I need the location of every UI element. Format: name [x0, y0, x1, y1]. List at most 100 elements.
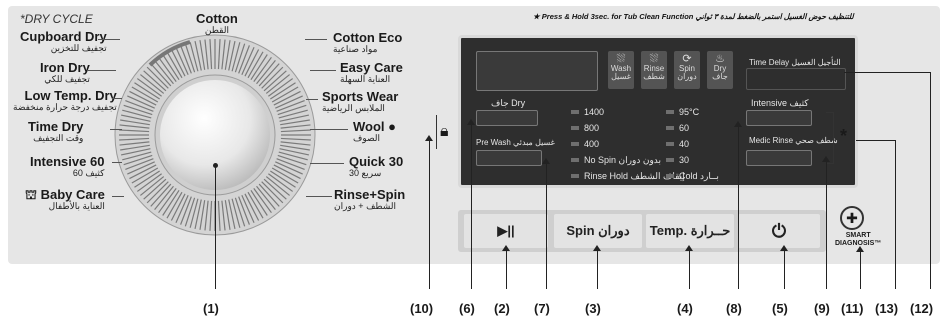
start-pause-button[interactable]: ▶|| — [464, 214, 548, 248]
dial-grip-tick — [224, 40, 231, 70]
program-label-arabic: العناية السهلة — [340, 74, 391, 84]
label-tick — [112, 162, 122, 163]
dial-grip-tick — [180, 45, 192, 74]
dial-grip-tick — [136, 173, 162, 192]
label-tick — [88, 70, 116, 71]
program-label-arabic: تجفيف للتخزين — [50, 43, 107, 53]
dial-grip-tick — [224, 200, 231, 230]
leader-line — [471, 123, 472, 289]
callout-number: (7) — [534, 301, 550, 316]
medic-rinse-option[interactable] — [746, 150, 812, 166]
pre-wash-option[interactable] — [476, 150, 542, 166]
leader-line — [856, 140, 896, 141]
dial-grip-tick — [194, 199, 202, 230]
program-rinse-spin[interactable]: Rinse+Spin الشطف + دوران — [334, 188, 405, 211]
program-time-dry[interactable]: Time Dry وقت التجفيف — [28, 120, 83, 143]
dial-grip-tick — [158, 188, 177, 214]
label-tick — [112, 98, 122, 99]
dial-grip-tick — [241, 195, 255, 223]
medic-rinse-label: Medic Rinse شطف صحي — [749, 136, 838, 145]
dial-grip-tick — [268, 173, 294, 192]
dial-grip-tick — [221, 200, 226, 231]
callout-number: (10) — [410, 301, 434, 316]
program-label-arabic: تجفيف للكي — [44, 74, 90, 84]
time-delay-button[interactable] — [746, 68, 846, 90]
child-lock-icon: 🔒︎ — [440, 123, 449, 140]
dial-grip-tick — [250, 54, 268, 80]
leader-line — [860, 250, 861, 289]
intensive-option[interactable] — [746, 110, 812, 126]
pre-wash-label: Pre Wash غسيل مبدئي — [476, 138, 555, 147]
dial-grip-tick — [278, 151, 308, 161]
dial-grip-tick — [244, 193, 260, 221]
program-label: Baby Care — [40, 187, 105, 202]
program-easy-care[interactable]: Easy Care العناية السهلة — [340, 61, 403, 84]
leader-arrow — [593, 245, 601, 251]
spin-button[interactable]: Spin دوران — [554, 214, 642, 248]
leader-arrow — [467, 119, 475, 125]
program-label-arabic: تجفيف درجة حرارة منخفضة — [13, 102, 117, 112]
rinse-tub-icon: ⛆ — [649, 53, 659, 65]
leader-line — [429, 138, 430, 289]
dial-grip-tick — [263, 70, 287, 92]
dial-grip-tick — [280, 141, 311, 146]
program-cotton[interactable]: Cotton القطن — [196, 12, 238, 35]
leader-line — [784, 249, 785, 289]
wash-tub-icon: ⛆ — [616, 53, 626, 65]
leader-arrow — [502, 245, 510, 251]
leader-line — [930, 72, 931, 289]
callout-number: (12) — [910, 301, 934, 316]
power-button[interactable]: ⏻ — [738, 214, 820, 248]
leader-line — [506, 249, 507, 289]
dial-grip-tick — [271, 86, 299, 103]
smart-line: SMART — [845, 232, 871, 239]
dial-grip-tick — [189, 198, 199, 228]
program-wool[interactable]: Wool ● الصوف — [353, 120, 396, 143]
dial-grip-tick — [204, 39, 209, 70]
callout-number: (11) — [841, 301, 864, 316]
dial-grip-tick — [277, 104, 307, 116]
program-intensive-60[interactable]: Intensive 60 كثيف 60 — [30, 155, 104, 178]
time-delay-label: Time Delay التأجيل الغسيل — [749, 58, 841, 67]
status-dry: ♨ Dry جاف — [707, 51, 733, 89]
program-low-temp-dry[interactable]: Low Temp. Dry تجفيف درجة حرارة منخفضة — [13, 89, 117, 112]
led — [571, 158, 579, 162]
play-pause-icon: ▶|| — [497, 223, 515, 238]
led — [666, 158, 674, 162]
led — [666, 142, 674, 146]
label-tick — [98, 39, 120, 40]
led — [571, 110, 579, 114]
dial-grip-tick — [175, 195, 189, 223]
dial-grip-tick — [228, 199, 236, 230]
spin-option: Rinse Hold إيقاف الشطف — [584, 171, 685, 181]
program-label-arabic: الصوف — [353, 133, 381, 143]
dial-grip-tick — [125, 158, 154, 170]
program-iron-dry[interactable]: Iron Dry تجفيف للكي — [40, 61, 90, 84]
dial-grip-tick — [146, 181, 169, 204]
dial-grip-tick — [279, 114, 310, 122]
temp-option: Cold بــارد — [679, 171, 719, 181]
dial-grip-tick — [238, 196, 250, 225]
led — [666, 174, 674, 178]
program-sports-wear[interactable]: Sports Wear الملابس الرياضية — [322, 90, 398, 113]
spin-option: 400 — [584, 139, 600, 149]
dial-grip-tick — [140, 74, 165, 94]
child-lock-bracket — [436, 115, 458, 149]
program-dial[interactable] — [110, 30, 320, 240]
temp-button[interactable]: Temp. حــرارة — [646, 214, 734, 248]
dial-grip-tick — [199, 200, 206, 230]
program-label-arabic: سريع 30 — [349, 168, 382, 178]
dial-grip-tick — [119, 137, 150, 141]
dial-grip-tick — [136, 78, 162, 97]
leader-line — [895, 140, 896, 289]
spin-option: No Spin بدون دوران — [584, 155, 662, 165]
dial-grip-tick — [263, 178, 287, 200]
program-quick-30[interactable]: Quick 30 سريع 30 — [349, 155, 403, 178]
dial-grip-tick — [277, 154, 307, 166]
dial-grip-tick — [265, 74, 290, 94]
program-cotton-eco[interactable]: Cotton Eco مواد صناعية — [333, 31, 402, 54]
program-baby-care[interactable]: ⛫ Baby Care العناية بالأطفال — [25, 188, 105, 211]
dry-option[interactable] — [476, 110, 538, 126]
program-cupboard-dry[interactable]: Cupboard Dry تجفيف للتخزين — [20, 30, 107, 53]
program-label: Rinse+Spin — [334, 187, 406, 202]
